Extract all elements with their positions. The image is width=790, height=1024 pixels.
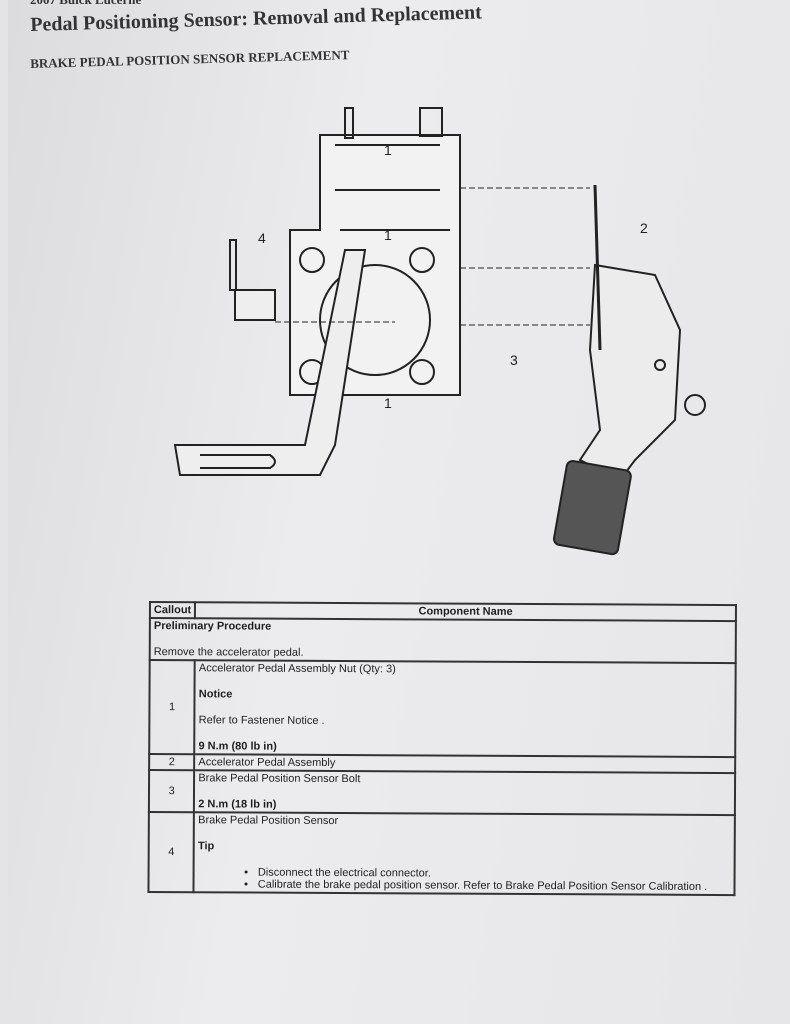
callout-1b: 1 <box>384 227 392 243</box>
component-name: Accelerator Pedal Assembly Nut (Qty: 3) <box>198 662 396 676</box>
torque: 9 N.m (80 lb in) <box>198 740 277 753</box>
table-row: 3 Brake Pedal Position Sensor Bolt 2 N.m… <box>148 770 736 816</box>
note-text: Refer to Fastener Notice . <box>198 714 325 727</box>
callout-cell: 1 <box>149 660 195 755</box>
brake-pedal-arm <box>173 249 367 476</box>
section-subtitle: BRAKE PEDAL POSITION SENSOR REPLACEMENT <box>30 47 350 71</box>
tip-list: Disconnect the electrical connector. Cal… <box>198 866 731 893</box>
callout-3: 3 <box>510 352 518 368</box>
callout-4: 4 <box>258 230 266 246</box>
callout-1c: 1 <box>384 395 392 411</box>
preliminary-text: Remove the accelerator pedal. <box>153 646 304 659</box>
component-name: Brake Pedal Position Sensor Bolt <box>198 772 361 786</box>
callout-cell: 2 <box>149 754 195 771</box>
preliminary-heading: Preliminary Procedure <box>153 620 272 633</box>
brake-pedal-bracket <box>289 107 461 396</box>
pedal-assembly-diagram: 1 1 1 2 3 4 <box>173 107 706 556</box>
bolt-leader-lines <box>460 187 590 326</box>
tip-item: Calibrate the brake pedal position senso… <box>258 879 731 893</box>
accelerator-pedal-assembly <box>552 184 706 556</box>
callout-cell: 3 <box>148 770 195 813</box>
note-label: Notice <box>198 688 233 701</box>
header-callout: Callout <box>149 602 196 619</box>
callout-cell: 4 <box>148 812 195 893</box>
tip-label: Tip <box>197 840 215 853</box>
table-row: 4 Brake Pedal Position Sensor Tip Discon… <box>148 812 735 896</box>
running-head: 2007 Buick Lucerne <box>30 0 141 8</box>
component-name: Brake Pedal Position Sensor <box>198 814 339 827</box>
sensor-4 <box>229 239 395 323</box>
torque: 2 N.m (18 lb in) <box>198 798 277 811</box>
callout-1a: 1 <box>384 142 392 158</box>
component-table: Callout Component Name Preliminary Proce… <box>147 601 737 896</box>
table-row: 1 Accelerator Pedal Assembly Nut (Qty: 3… <box>149 660 736 758</box>
callout-2: 2 <box>640 220 648 236</box>
callout-labels: 1 1 1 2 3 4 <box>258 142 648 411</box>
